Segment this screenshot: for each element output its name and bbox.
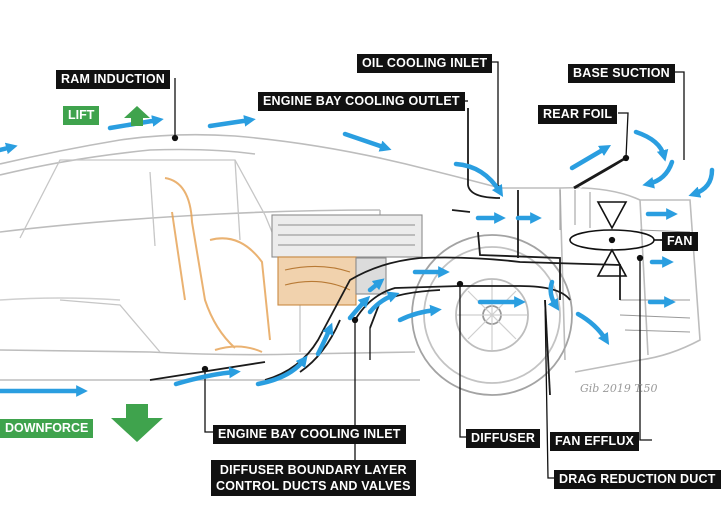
airflow-arrow bbox=[173, 366, 241, 387]
label-oil-cooling-inlet: OIL COOLING INLET bbox=[357, 54, 493, 73]
airflow-arrows bbox=[0, 115, 715, 397]
airflow-arrow bbox=[688, 167, 715, 198]
label-base-suction: BASE SUCTION bbox=[568, 64, 675, 83]
label-ram-induction: RAM INDUCTION bbox=[56, 70, 170, 89]
duct-lines bbox=[149, 108, 627, 396]
car-body-outline bbox=[0, 133, 701, 381]
airflow-arrow bbox=[347, 295, 371, 321]
label-diffuser-boundary-line1: DIFFUSER BOUNDARY LAYER bbox=[219, 463, 407, 477]
airflow-arrow bbox=[642, 159, 675, 189]
airflow-arrow bbox=[207, 115, 256, 129]
airflow-arrow bbox=[367, 291, 400, 315]
label-rear-foil: REAR FOIL bbox=[538, 105, 618, 124]
sketch-signature: Gib 2019 T.50 bbox=[580, 382, 658, 395]
label-fan-efflux: FAN EFFLUX bbox=[550, 432, 640, 451]
airflow-arrow bbox=[633, 129, 669, 162]
label-diffuser-boundary: DIFFUSER BOUNDARY LAYER CONTROL DUCTS AN… bbox=[211, 460, 416, 496]
airflow-arrow bbox=[255, 355, 308, 387]
airflow-arrow bbox=[453, 161, 504, 197]
airflow-arrow bbox=[367, 278, 385, 293]
label-drag-reduction-duct: DRAG REDUCTION DUCT bbox=[554, 470, 721, 489]
engine-block bbox=[271, 214, 423, 306]
fan-assembly bbox=[569, 201, 662, 277]
label-diffuser: DIFFUSER bbox=[466, 429, 541, 448]
chassis-frame bbox=[164, 177, 271, 353]
label-engine-bay-cooling-outlet: ENGINE BAY COOLING OUTLET bbox=[258, 92, 465, 111]
airflow-arrow bbox=[342, 131, 392, 152]
label-diffuser-boundary-line2: CONTROL DUCTS AND VALVES bbox=[216, 479, 411, 493]
airflow-arrow bbox=[0, 142, 18, 155]
airflow-arrow bbox=[315, 322, 334, 357]
arrow-up-icon bbox=[124, 106, 150, 126]
arrow-down-icon bbox=[111, 404, 163, 442]
airflow-arrow bbox=[569, 145, 612, 171]
label-fan: FAN bbox=[662, 232, 698, 251]
airflow-arrow bbox=[575, 311, 610, 345]
label-lift: LIFT bbox=[63, 106, 100, 125]
airflow-arrow bbox=[547, 279, 560, 311]
rear-structure bbox=[559, 190, 691, 333]
label-downforce: DOWNFORCE bbox=[0, 419, 94, 438]
airflow-arrow bbox=[397, 304, 442, 323]
label-engine-bay-cooling-inlet: ENGINE BAY COOLING INLET bbox=[213, 425, 406, 444]
